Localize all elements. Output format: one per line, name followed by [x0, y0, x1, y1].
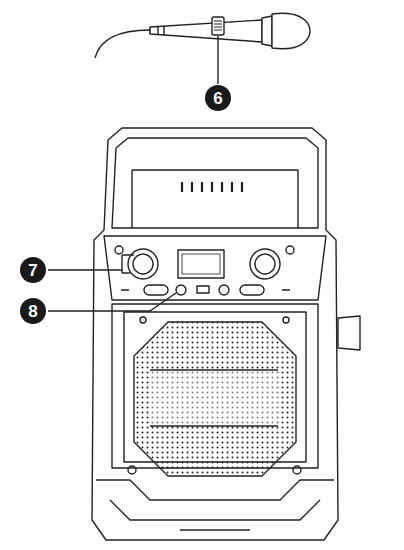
- mic-head: [272, 13, 310, 49]
- callout-number: 6: [213, 90, 222, 107]
- mic-switch: [212, 17, 224, 35]
- volume-knob: [128, 249, 158, 279]
- speaker-housing: [92, 128, 338, 540]
- callout-circle: 6: [205, 85, 231, 111]
- side-handle: [338, 316, 360, 350]
- speaker-grille: [134, 322, 296, 476]
- microphone: [95, 13, 310, 84]
- callout-circle: 8: [20, 298, 46, 324]
- display: [178, 250, 224, 278]
- control-panel: [104, 236, 326, 300]
- mic-input: [176, 285, 186, 295]
- volume-knob: [250, 249, 280, 279]
- mic-cable: [95, 30, 150, 58]
- leader-line: [48, 255, 134, 273]
- callout-number: 7: [28, 262, 37, 279]
- speaker: [48, 128, 360, 540]
- usb-port: [197, 286, 209, 293]
- callout-circle: 7: [20, 257, 46, 283]
- callout-number: 8: [28, 303, 37, 320]
- mic-handle: [150, 20, 262, 42]
- leader-line: [217, 36, 218, 84]
- leader-line: [48, 293, 176, 311]
